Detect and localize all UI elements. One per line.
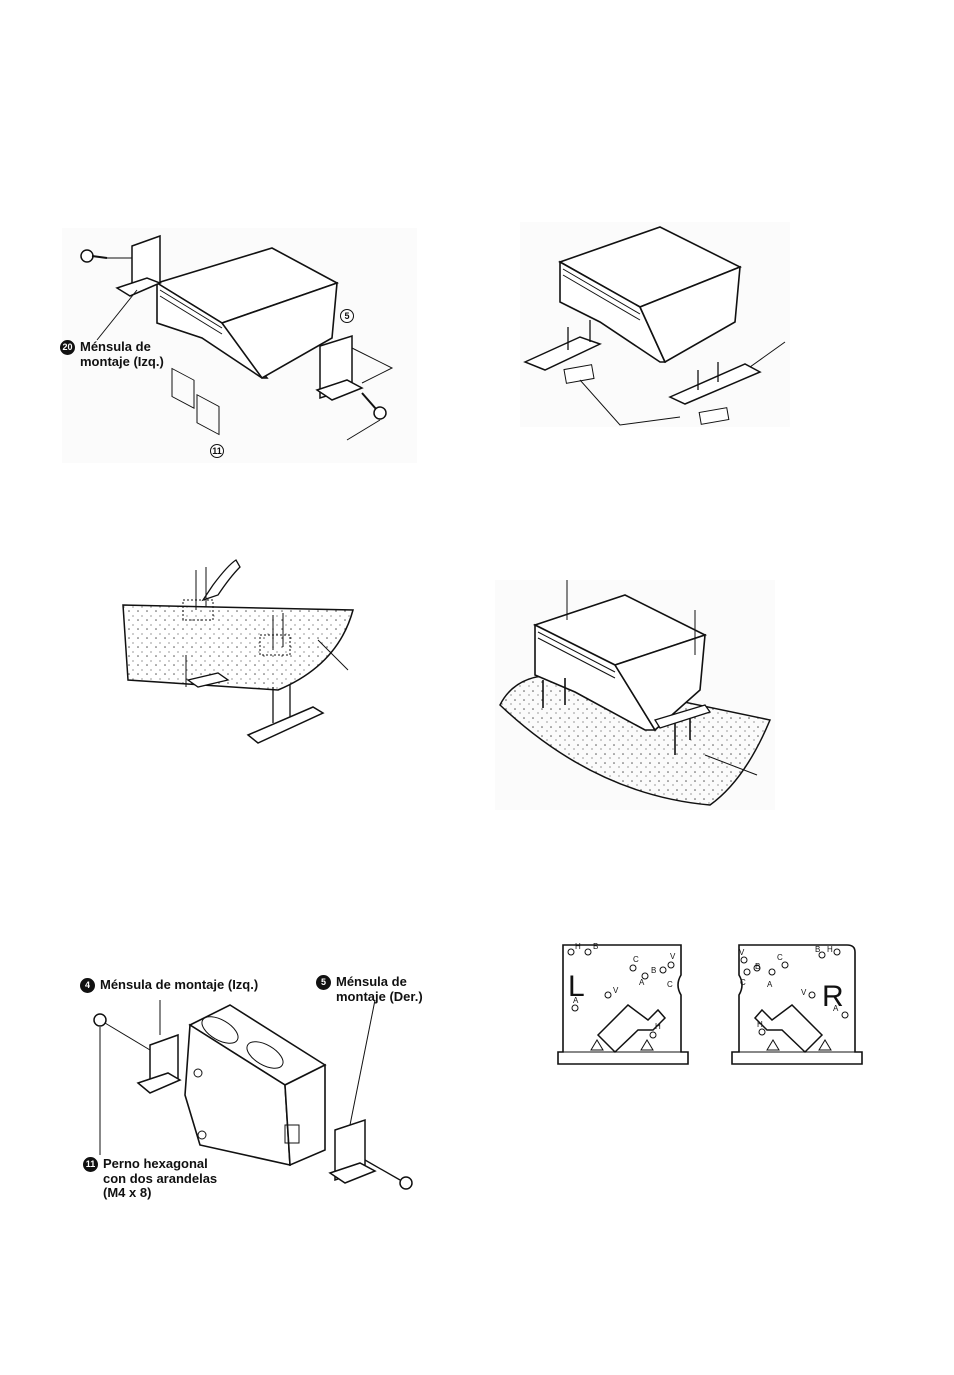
hole-letter: B (755, 962, 760, 971)
figure-template-positioning-drawing (520, 222, 790, 427)
callout-number-badge: 11 (83, 1157, 98, 1172)
hole-letter: A (639, 978, 644, 987)
left-bracket-label: 4 Ménsula de montaje (Izq.) (80, 978, 258, 993)
hole-letter: H (757, 1020, 763, 1029)
hole-letter: H (655, 1022, 661, 1031)
callout-number-badge: 5 (340, 309, 354, 323)
hole-letter: B (815, 945, 820, 954)
bolt-label-line2: con dos arandelas (103, 1171, 217, 1186)
left-bracket-label: 20 Ménsula de montaje (Izq.) (60, 340, 164, 369)
right-bracket-label-line1: Ménsula de (336, 974, 407, 989)
callout-right-bracket: 5 (340, 308, 359, 323)
left-bracket-label-text: Ménsula de montaje (Izq.) (100, 977, 258, 992)
figure-fasten-to-floor (495, 580, 775, 810)
callout-number-badge: 4 (80, 978, 95, 993)
figure-mark-holes-drawing (118, 555, 363, 760)
hole-letter: V (670, 952, 675, 961)
bracket-plate-left: L H B C B V A C V A H (553, 940, 693, 1070)
hole-letter: V (739, 948, 744, 957)
figure-fasten-to-floor-drawing (495, 580, 775, 810)
bolt-label-line3: (M4 x 8) (103, 1185, 151, 1200)
bolt-label: 11 Perno hexagonal con dos arandelas (M4 … (83, 1157, 217, 1200)
hole-letter: B (593, 942, 598, 951)
hole-letter: V (801, 988, 806, 997)
hole-letter: C (740, 978, 746, 987)
hole-letter: H (827, 945, 833, 954)
hole-letter: A (573, 996, 578, 1005)
bracket-plate-right-drawing (727, 940, 867, 1070)
callout-number-badge: 20 (60, 340, 75, 355)
hole-letter: B (651, 966, 656, 975)
hole-letter: H (575, 942, 581, 951)
hole-letter: C (667, 980, 673, 989)
hole-letter: C (777, 953, 783, 962)
right-bracket-label-line2: montaje (Der.) (336, 989, 423, 1004)
figure-bracket-labels: 4 Ménsula de montaje (Izq.) 5 Ménsula de m… (80, 975, 435, 1205)
left-bracket-label-line1: Ménsula de (80, 339, 151, 354)
callout-number-badge: 5 (316, 975, 331, 990)
hole-letter: V (613, 986, 618, 995)
bracket-plate-right: R V B H C B C A V H A (727, 940, 867, 1070)
figure-template-positioning (520, 222, 790, 427)
callout-bolt: 11 (210, 443, 229, 458)
left-bracket-label-line2: montaje (Izq.) (80, 354, 164, 369)
figure-mark-holes (118, 555, 363, 760)
callout-number-badge: 11 (210, 444, 224, 458)
hole-letter: A (833, 1004, 838, 1013)
bolt-label-line1: Perno hexagonal (103, 1156, 208, 1171)
hole-letter: C (633, 955, 639, 964)
hole-letter: A (767, 980, 772, 989)
figure-bracket-attachment: 20 Ménsula de montaje (Izq.) 5 11 (62, 228, 417, 463)
right-bracket-label: 5 Ménsula de montaje (Der.) (316, 975, 423, 1004)
